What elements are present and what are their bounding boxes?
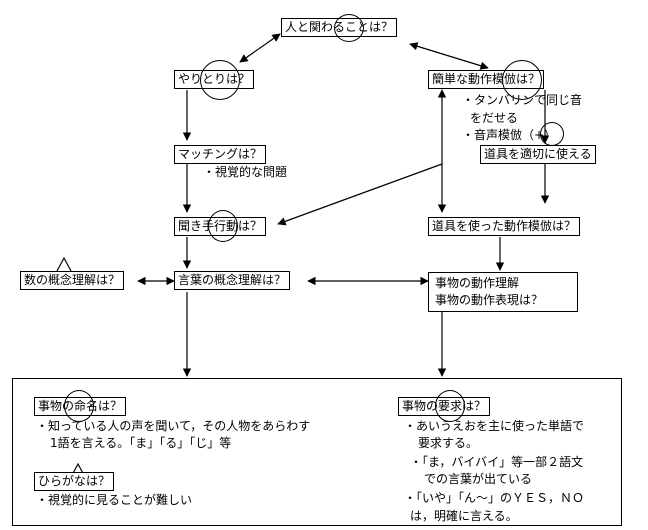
circle-mark-root [334,14,364,42]
circle-mark-listening [208,210,238,242]
panel-request-note-6: は，明確に言える。 [410,509,518,523]
circle-mark-naming [64,390,94,422]
node-word-concept: 言葉の概念理解は？ [174,271,291,290]
note-imitation-2: をだせる [470,111,519,125]
panel-naming-note-2: 1語を言える。「ま」「る」「じ」等 [50,436,232,450]
note-matching: ・視覚的な問題 [203,165,288,179]
panel-naming-note-1: ・知っている人の声を聞いて，その人物をあらわす [36,419,311,433]
panel-request-note-1: ・あいうえおを主に使った単語で [404,419,585,433]
arrow-imitation-listening [277,163,443,226]
node-tool-use: 道具を適切に使える [480,145,596,164]
note-imitation-3: ・音声模倣（+） [462,128,557,142]
circle-mark-imitation [502,60,542,100]
node-number-concept: 数の概念理解は？ [20,271,125,290]
action-line-1: 事物の動作理解 [435,276,520,290]
action-line-2: 事物の動作表現は？ [435,293,544,307]
note-imitation-1: ・タンバリンで同じ音 [462,93,583,107]
panel-hiragana-title: ひらがなは？ [34,472,115,491]
node-tool-imitation: 道具を使った動作模倣は？ [428,217,581,236]
node-matching: マッチングは？ [174,145,267,164]
node-action-understanding: 事物の動作理解 事物の動作表現は？ [428,272,578,312]
panel-request-note-2: 要求する。 [418,436,479,450]
circle-mark-voice [540,122,564,146]
panel-request-note-5: ・「いや」「ん～」のＹＥＳ，ＮＯ [404,491,585,505]
panel-hiragana-note-1: ・視覚的に見ることが難しい [36,493,193,507]
panel-request-note-3: ・「ま，バイバイ」等一部２語文 [410,455,584,469]
circle-mark-request [435,390,465,422]
bottom-panel [12,378,622,526]
panel-request-note-4: での言葉が出ている [424,472,533,486]
arrow-root-imitation [409,42,489,70]
arrow-root-exchange [239,33,281,63]
circle-mark-exchange [200,60,240,100]
